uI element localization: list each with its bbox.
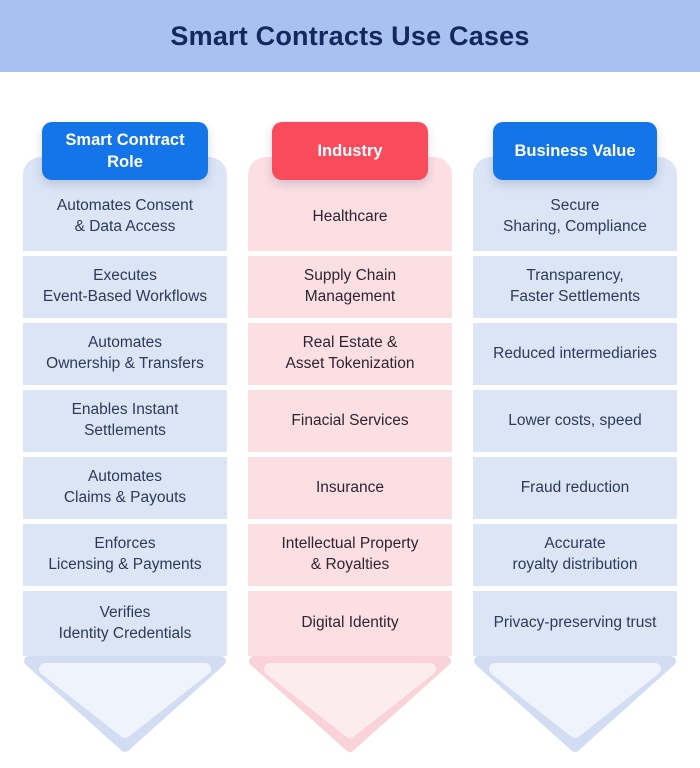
- column-header-badge: Smart Contract Role: [42, 122, 208, 180]
- column-industry: Industry Healthcare Supply Chain Managem…: [248, 122, 452, 753]
- list-item: Lower costs, speed: [473, 390, 677, 452]
- page-header: Smart Contracts Use Cases: [0, 0, 700, 72]
- list-item: Insurance: [248, 457, 452, 519]
- list-item: Finacial Services: [248, 390, 452, 452]
- list-item: Fraud reduction: [473, 457, 677, 519]
- column-smart-contract-role: Smart Contract Role Automates Consent & …: [23, 122, 227, 753]
- column-arrow-tip-icon: [24, 656, 226, 752]
- list-item: Enables Instant Settlements: [23, 390, 227, 452]
- list-item: Intellectual Property & Royalties: [248, 524, 452, 586]
- list-item: Executes Event-Based Workflows: [23, 256, 227, 318]
- column-header-badge: Business Value: [493, 122, 657, 180]
- list-item: Transparency, Faster Settlements: [473, 256, 677, 318]
- columns-container: Smart Contract Role Automates Consent & …: [0, 122, 700, 753]
- list-item: Privacy-preserving trust: [473, 591, 677, 656]
- list-item: Digital Identity: [248, 591, 452, 656]
- column-rows: Automates Consent & Data Access Executes…: [23, 157, 227, 753]
- column-arrow-tip-icon: [249, 656, 451, 752]
- column-header-badge: Industry: [272, 122, 428, 180]
- column-business-value: Business Value Secure Sharing, Complianc…: [473, 122, 677, 753]
- column-rows: Secure Sharing, Compliance Transparency,…: [473, 157, 677, 753]
- column-arrow-tip-icon: [474, 656, 676, 752]
- list-item: Real Estate & Asset Tokenization: [248, 323, 452, 385]
- list-item: Supply Chain Management: [248, 256, 452, 318]
- list-item: Enforces Licensing & Payments: [23, 524, 227, 586]
- list-item: Reduced intermediaries: [473, 323, 677, 385]
- list-item: Automates Ownership & Transfers: [23, 323, 227, 385]
- page-title: Smart Contracts Use Cases: [170, 20, 530, 51]
- list-item: Verifies Identity Credentials: [23, 591, 227, 656]
- column-rows: Healthcare Supply Chain Management Real …: [248, 157, 452, 753]
- list-item: Accurate royalty distribution: [473, 524, 677, 586]
- list-item: Automates Claims & Payouts: [23, 457, 227, 519]
